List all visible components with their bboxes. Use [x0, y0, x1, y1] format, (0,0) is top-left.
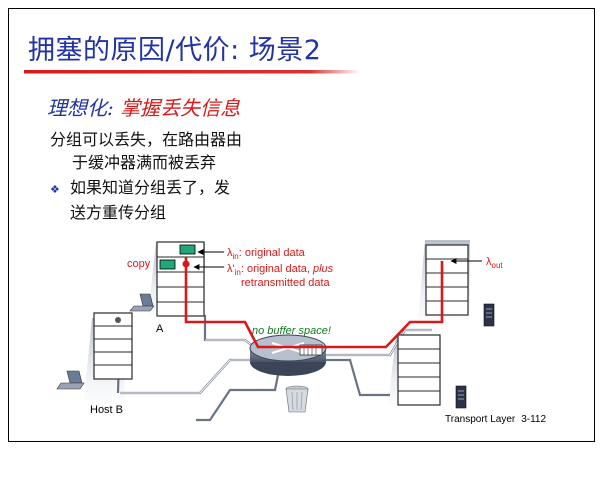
no-buffer-space-label: no buffer space! — [252, 325, 331, 337]
copy-buffer — [159, 259, 176, 270]
trash-can-icon — [285, 385, 309, 413]
server-bottom-stack — [397, 334, 441, 406]
slide-title: 拥塞的原因/代价: 场景2 — [28, 35, 322, 66]
bullet-line-2: 送方重传分组 — [70, 203, 167, 222]
lambda-prime-desc-line2: retransmitted data — [241, 277, 331, 289]
host-b-stack — [93, 312, 133, 380]
body-paragraph: 分组可以丢失，在路由器由 于缓冲器满而被丢弃 — [50, 128, 310, 174]
router-icon — [249, 334, 327, 376]
title-underline — [24, 70, 360, 74]
server-tower-icon-top — [483, 303, 495, 327]
footer-label: Transport Layer — [445, 414, 516, 425]
bullet-item: ❖ 如果知道分组丢了，发 送方重传分组 — [50, 176, 310, 224]
bullet-line-1: 如果知道分组丢了，发 — [70, 178, 231, 197]
laptop-icon-host-a — [129, 293, 155, 312]
diamond-bullet-icon: ❖ — [50, 183, 60, 196]
data-path — [184, 257, 444, 349]
subtitle-known-loss: 掌握丢失信息 — [120, 96, 241, 120]
server-tower-icon-bottom — [455, 385, 467, 409]
body-line-2: 于缓冲器满而被丢弃 — [72, 153, 217, 172]
host-a-stack — [156, 241, 205, 317]
laptop-icon-host-b — [56, 370, 85, 390]
slide-footer: Transport Layer 3-112 — [445, 414, 546, 425]
host-b-label: Host B — [90, 404, 123, 416]
original-data-buffer — [179, 244, 196, 255]
page-number: 3-112 — [521, 414, 547, 425]
lambda-in-label: λin: original data — [227, 247, 306, 261]
body-line-1: 分组可以丢失，在路由器由 — [50, 130, 243, 149]
subtitle-idealized: 理想化: — [47, 96, 114, 120]
lambda-prime-label: λ'in: original data, plus — [227, 263, 334, 277]
router-buffer-queue — [299, 344, 323, 356]
host-a-label: A — [156, 323, 164, 335]
sender-point — [182, 260, 190, 268]
lambda-out-label: λout — [486, 256, 503, 270]
server-top-stack — [425, 244, 469, 316]
copy-label: copy — [127, 258, 151, 270]
subtitle: 理想化: 掌握丢失信息 — [47, 92, 240, 121]
